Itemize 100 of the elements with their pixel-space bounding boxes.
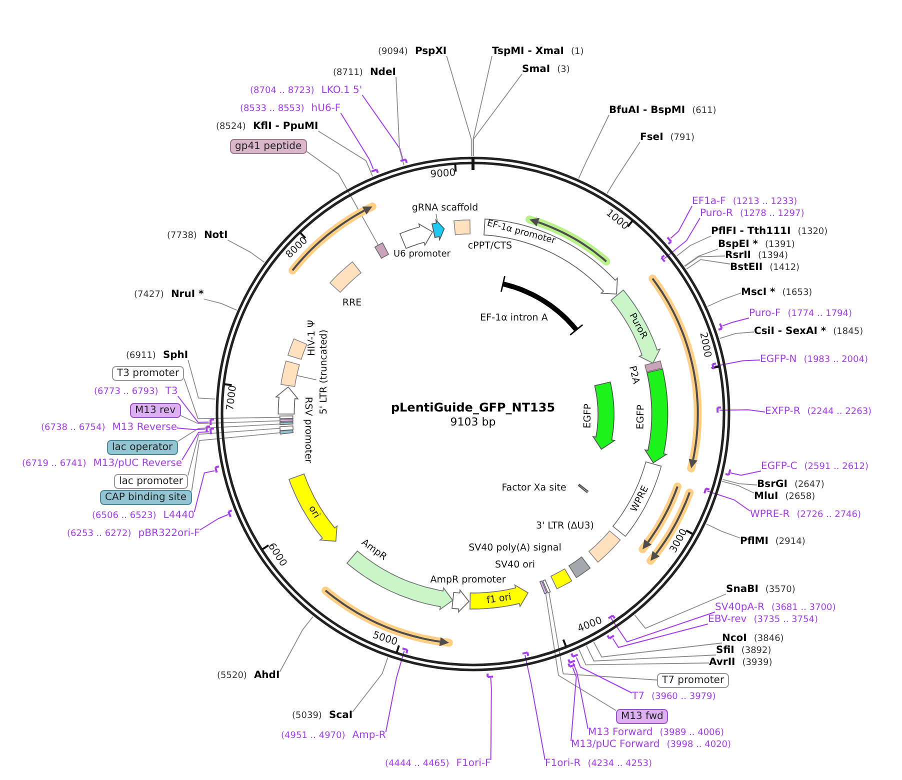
scale-label: 3000 — [668, 526, 690, 554]
enzyme-name: RsrII — [725, 250, 752, 262]
leader-line — [684, 248, 718, 267]
primer-name: EF1a-F — [692, 196, 726, 208]
primer-range: (1983 .. 2004) — [804, 354, 868, 366]
site-position: (2914) — [775, 536, 806, 548]
feature-label: HIV-1 Ψ — [306, 320, 318, 356]
enzyme-name: BfuAI - BspMI — [609, 105, 686, 117]
primer-name: Amp-R — [352, 730, 386, 742]
site-position: (7427) — [134, 289, 164, 301]
primer-range: (8704 .. 8723) — [250, 85, 314, 97]
primer-name: T7 — [632, 691, 644, 703]
feature-label: U6 promoter — [394, 250, 450, 260]
feature-tag: M13 fwd — [616, 708, 668, 724]
leader-line — [722, 478, 758, 486]
primer-name: M13 Reverse — [112, 422, 178, 434]
site-position: (611) — [692, 105, 716, 117]
site-position: (9094) — [378, 46, 408, 58]
leader-line — [306, 151, 379, 246]
leader-line — [610, 612, 716, 642]
primer-name: LKO.1 5' — [321, 85, 362, 97]
enzyme-name: BsrGI — [757, 479, 788, 491]
site-position: (6911) — [126, 350, 156, 362]
primer-name: EGFP-C — [761, 461, 798, 473]
leader-line — [578, 114, 610, 180]
leader-line — [385, 650, 405, 732]
leader-line — [188, 360, 216, 400]
primer-name: SV40pA-R — [715, 602, 764, 614]
primer-range: (4444 .. 4465) — [385, 758, 450, 770]
primer-name: T3 — [165, 386, 178, 398]
site-position: (1320) — [798, 226, 828, 238]
primer-range: (6253 .. 6272) — [67, 528, 132, 540]
enzyme-name: KflI - PpuMI — [252, 121, 318, 133]
leader-line — [676, 236, 712, 256]
leader-line — [203, 298, 238, 311]
feature-label: EF-1α intron A — [480, 312, 548, 324]
enzyme-name: BstEII — [730, 262, 763, 274]
feature-label: EGFP — [635, 404, 647, 430]
site-position: (1394) — [758, 250, 788, 262]
site-position: (3) — [557, 64, 570, 76]
primer-range: (6719 .. 6741) — [22, 458, 86, 470]
primer-range: (1278 .. 1297) — [740, 208, 804, 220]
feature-label: ori — [306, 504, 322, 520]
leader-line — [352, 657, 388, 712]
leader-line — [719, 332, 754, 339]
leader-line — [706, 524, 740, 538]
site-position: (3846) — [754, 633, 784, 645]
enzyme-name: SphI — [162, 350, 188, 362]
enzyme-name: NcoI — [722, 633, 747, 645]
site-position: (1845) — [833, 326, 864, 338]
enzyme-name: MluI — [754, 491, 778, 503]
leader-line — [719, 409, 766, 412]
leader-line — [188, 428, 280, 476]
leader-line — [670, 206, 692, 239]
primer-name: M13/pUC Forward — [571, 739, 660, 751]
primer-range: (2244 .. 2263) — [807, 406, 872, 418]
primer-range: (8533 .. 8553) — [240, 103, 304, 115]
leader-line — [686, 259, 730, 270]
primer-name: hU6-F — [311, 103, 341, 115]
site-position: (8524) — [216, 121, 246, 133]
enzyme-name: PflFI - Tth111I — [711, 226, 791, 238]
primer-name: Puro-R — [700, 208, 733, 220]
leader-line — [177, 424, 280, 442]
leader-line — [473, 74, 522, 156]
leader-line — [548, 592, 658, 680]
site-position: (7738) — [167, 230, 197, 242]
primer-range: (3681 .. 3700) — [771, 602, 836, 614]
feature-label: gRNA scaffold — [412, 202, 478, 214]
leader-line — [634, 594, 726, 629]
primer-range: (4234 .. 4253) — [588, 758, 652, 770]
enzyme-name: MscI * — [741, 287, 776, 299]
primer-name: F1ori-F — [456, 758, 491, 770]
feature-tag: gp41 peptide — [230, 138, 307, 154]
enzyme-name: NruI * — [170, 289, 204, 301]
enzyme-name: FseI — [640, 132, 664, 144]
leader-line — [612, 624, 708, 648]
primer-name: EBV-rev — [708, 614, 747, 626]
leader-line — [572, 662, 588, 730]
leader-line — [199, 514, 229, 530]
primer-name: M13 Forward — [588, 727, 653, 739]
site-position: (3892) — [741, 645, 772, 657]
feature-tag: lac promoter — [114, 474, 188, 488]
leader-line — [490, 677, 492, 760]
feature-label: SV40 poly(A) signal — [468, 542, 562, 554]
enzyme-name: NotI — [204, 230, 228, 242]
leader-line — [318, 130, 374, 177]
leader-line — [593, 642, 722, 658]
feature-tag: lac operator — [107, 440, 178, 454]
enzyme-name: SnaBI — [726, 584, 758, 596]
leader-line — [396, 76, 404, 166]
feature-label: RSV promoter — [302, 396, 314, 464]
site-position: (3570) — [765, 584, 796, 596]
plasmid-length: 9103 bp — [450, 416, 496, 428]
primer-range: (3735 .. 3754) — [754, 614, 818, 626]
leader-line — [576, 656, 632, 694]
feature-label: RRE — [342, 298, 362, 308]
enzyme-name: AvrII — [709, 657, 736, 669]
feature-label: EGFP — [582, 404, 594, 428]
leader-line — [545, 592, 616, 711]
primer-name: Puro-F — [749, 308, 781, 320]
